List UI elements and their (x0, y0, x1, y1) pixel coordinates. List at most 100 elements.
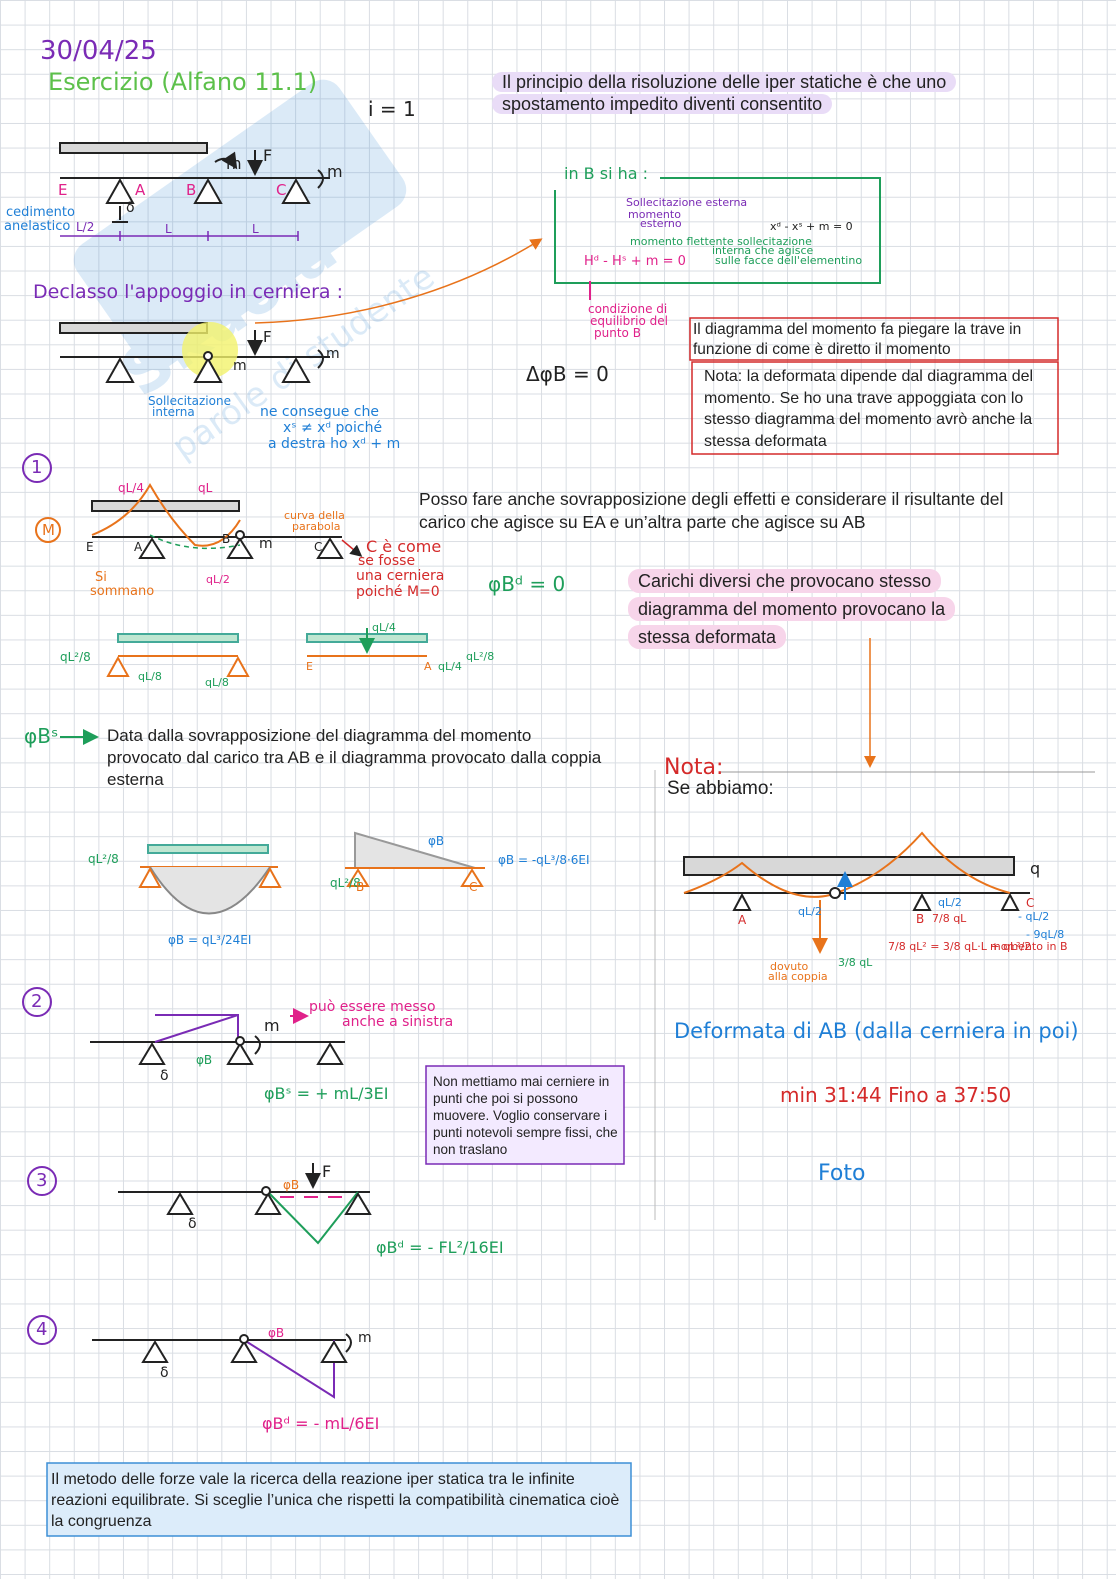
different-loads-line-1: Carichi diversi che provocano stesso (628, 569, 942, 593)
s1-ql4: qL/4 (118, 481, 144, 495)
equilibrio-label: equilibrio del (590, 314, 668, 328)
nb-neg-ql2: - qL/2 (1018, 910, 1050, 923)
td-C: C (469, 880, 478, 894)
nb-neg-9ql8: - 9qL/8 (1026, 928, 1065, 941)
nb-moment-in-b: momento in B (990, 940, 1068, 953)
index-label: i = 1 (368, 97, 416, 121)
pd-ql2-8: qL²/8 (88, 852, 119, 866)
nb-ql2-right: qL/2 (938, 896, 962, 909)
nb-B: B (916, 912, 925, 926)
section-number-3: 3 (36, 1170, 48, 1191)
xs-ne-xd: xˢ ≠ xᵈ poiché (283, 420, 383, 436)
s1-poiche: poiché M=0 (356, 584, 440, 600)
s2-puo: può essere messo (309, 999, 436, 1015)
label-E: E (58, 181, 68, 199)
label-L2: L/2 (76, 220, 95, 234)
deformata-ab: Deformata di AB (dalla cerniera in poi) (674, 1019, 1079, 1043)
sollecitazione-esterna: Sollecitazione esterna (626, 196, 748, 209)
delta-phi-b: ΔφB = 0 (526, 362, 609, 386)
s1-curva: curva della (284, 509, 345, 522)
s2-phi-formula: φBˢ = + mL/3EI (264, 1084, 389, 1103)
esterno-label: esterno (640, 217, 682, 230)
s1-sommano: sommano (90, 584, 155, 599)
label-delta-top: δ (126, 200, 135, 216)
s4-m: m (358, 1330, 372, 1346)
s1-sub-A: A (424, 660, 432, 673)
td-B: B (356, 880, 365, 894)
s2-anche: anche a sinistra (342, 1014, 454, 1030)
cedimento-label: cedimento (6, 205, 75, 220)
label-C: C (276, 181, 287, 199)
nb-moment-eq: 7/8 qL² = 3/8 qL·L + qL²/2 (888, 940, 1032, 953)
no-hinges-note: Non mettiamo mai cerniere in punti che p… (433, 1074, 618, 1157)
punto-b-label: punto B (594, 326, 641, 340)
principle-line-1: Il principio della risoluzione delle ipe… (492, 72, 957, 92)
section-M: M (42, 521, 55, 539)
principle-line-2: spostamento impedito diventi consentito (492, 94, 833, 114)
section-number-2: 2 (31, 991, 43, 1012)
anelastico-label: anelastico (4, 219, 71, 234)
deformata-note-box (691, 361, 1059, 455)
section3-beam (118, 1163, 372, 1245)
condizione-label: condizione di (588, 302, 668, 316)
interna2-label: interna (152, 405, 195, 419)
different-loads-line-3: stessa deformata (628, 625, 787, 649)
s1-A: A (134, 540, 143, 554)
in-b-heading: in B si ha : (564, 164, 649, 183)
section2-beam (90, 1008, 345, 1065)
s2-phi-b: φB (196, 1053, 213, 1067)
section-number-1: 1 (31, 457, 43, 478)
date: 30/04/25 (40, 36, 157, 66)
moment-bends-note: Il diagramma del momento fa piegare la t… (693, 321, 1022, 358)
sulle-facce: sulle facce dell'elementino (715, 254, 863, 267)
label-m-declassed-right: m (326, 346, 340, 362)
principle-note: Il principio della risoluzione delle ipe… (492, 71, 957, 115)
s1-cerniera: una cerniera (356, 568, 445, 584)
s4-delta: δ (160, 1365, 169, 1381)
superposition-note: Posso fare anche sovrapposizione degli e… (419, 489, 1004, 532)
section1-subbeams (106, 628, 428, 677)
phi-bd-zero: φBᵈ = 0 (488, 572, 566, 596)
moment-bends-box (689, 317, 1059, 361)
s1-sub-ql2-8-right: qL²/8 (466, 650, 495, 663)
nb-C: C (1026, 896, 1035, 910)
momento-label: momento (628, 208, 681, 221)
s2-m: m (264, 1016, 280, 1035)
s3-phi-formula: φBᵈ = - FL²/16EI (376, 1238, 504, 1257)
s1-B: B (222, 532, 231, 546)
s1-E: E (86, 540, 94, 554)
declassed-beam (59, 322, 330, 383)
deformata-note: Nota: la deformata dipende dal diagramma… (704, 368, 1034, 450)
nb-7ql: 7/8 qL (932, 912, 967, 925)
s1-m: m (259, 536, 273, 552)
s2-delta: δ (160, 1068, 169, 1084)
s1-ql2: qL/2 (206, 573, 230, 586)
nb-alla-coppia: alla coppia (768, 970, 828, 983)
force-method-note: Il metodo delle forze vale la ricerca de… (51, 1471, 620, 1530)
interna-label: interna che agisce (712, 244, 814, 257)
se-abbiamo: Se abbiamo: (667, 778, 774, 799)
s3-delta: δ (188, 1216, 197, 1232)
triangle-diagram (345, 831, 485, 887)
label-m-top: m (226, 154, 242, 173)
label-m-declassed: m (233, 358, 247, 374)
s1-sub-ql4-r: qL/4 (438, 660, 462, 673)
force-method-box (46, 1462, 632, 1537)
td-phi-b-label: φB (428, 834, 445, 848)
a-destra: a destra ho xᵈ + m (268, 436, 401, 452)
label-m-right: m (327, 162, 343, 181)
eq-h: Hᵈ - Hˢ + m = 0 (584, 254, 686, 269)
momento-flettente: momento flettente sollecitazione (630, 235, 812, 248)
s1-c-come: C è come (366, 537, 442, 556)
section-number-4: 4 (36, 1319, 48, 1340)
top-beam (59, 142, 330, 223)
td-ql2-8: qL²/8 (330, 876, 361, 890)
phi-bs-label: φBˢ (24, 724, 59, 748)
foto-link[interactable]: Foto (818, 1161, 866, 1186)
s4-phi-formula: φBᵈ = - mL/6EI (262, 1414, 380, 1433)
s1-sub-ql8-a: qL/8 (138, 670, 162, 683)
td-phi-b-formula: φB = -qL³/8·6EI (498, 853, 590, 867)
nb-3ql: 3/8 qL (838, 956, 873, 969)
s3-phi-b: φB (283, 1178, 300, 1192)
s1-parabola: parabola (292, 520, 341, 533)
